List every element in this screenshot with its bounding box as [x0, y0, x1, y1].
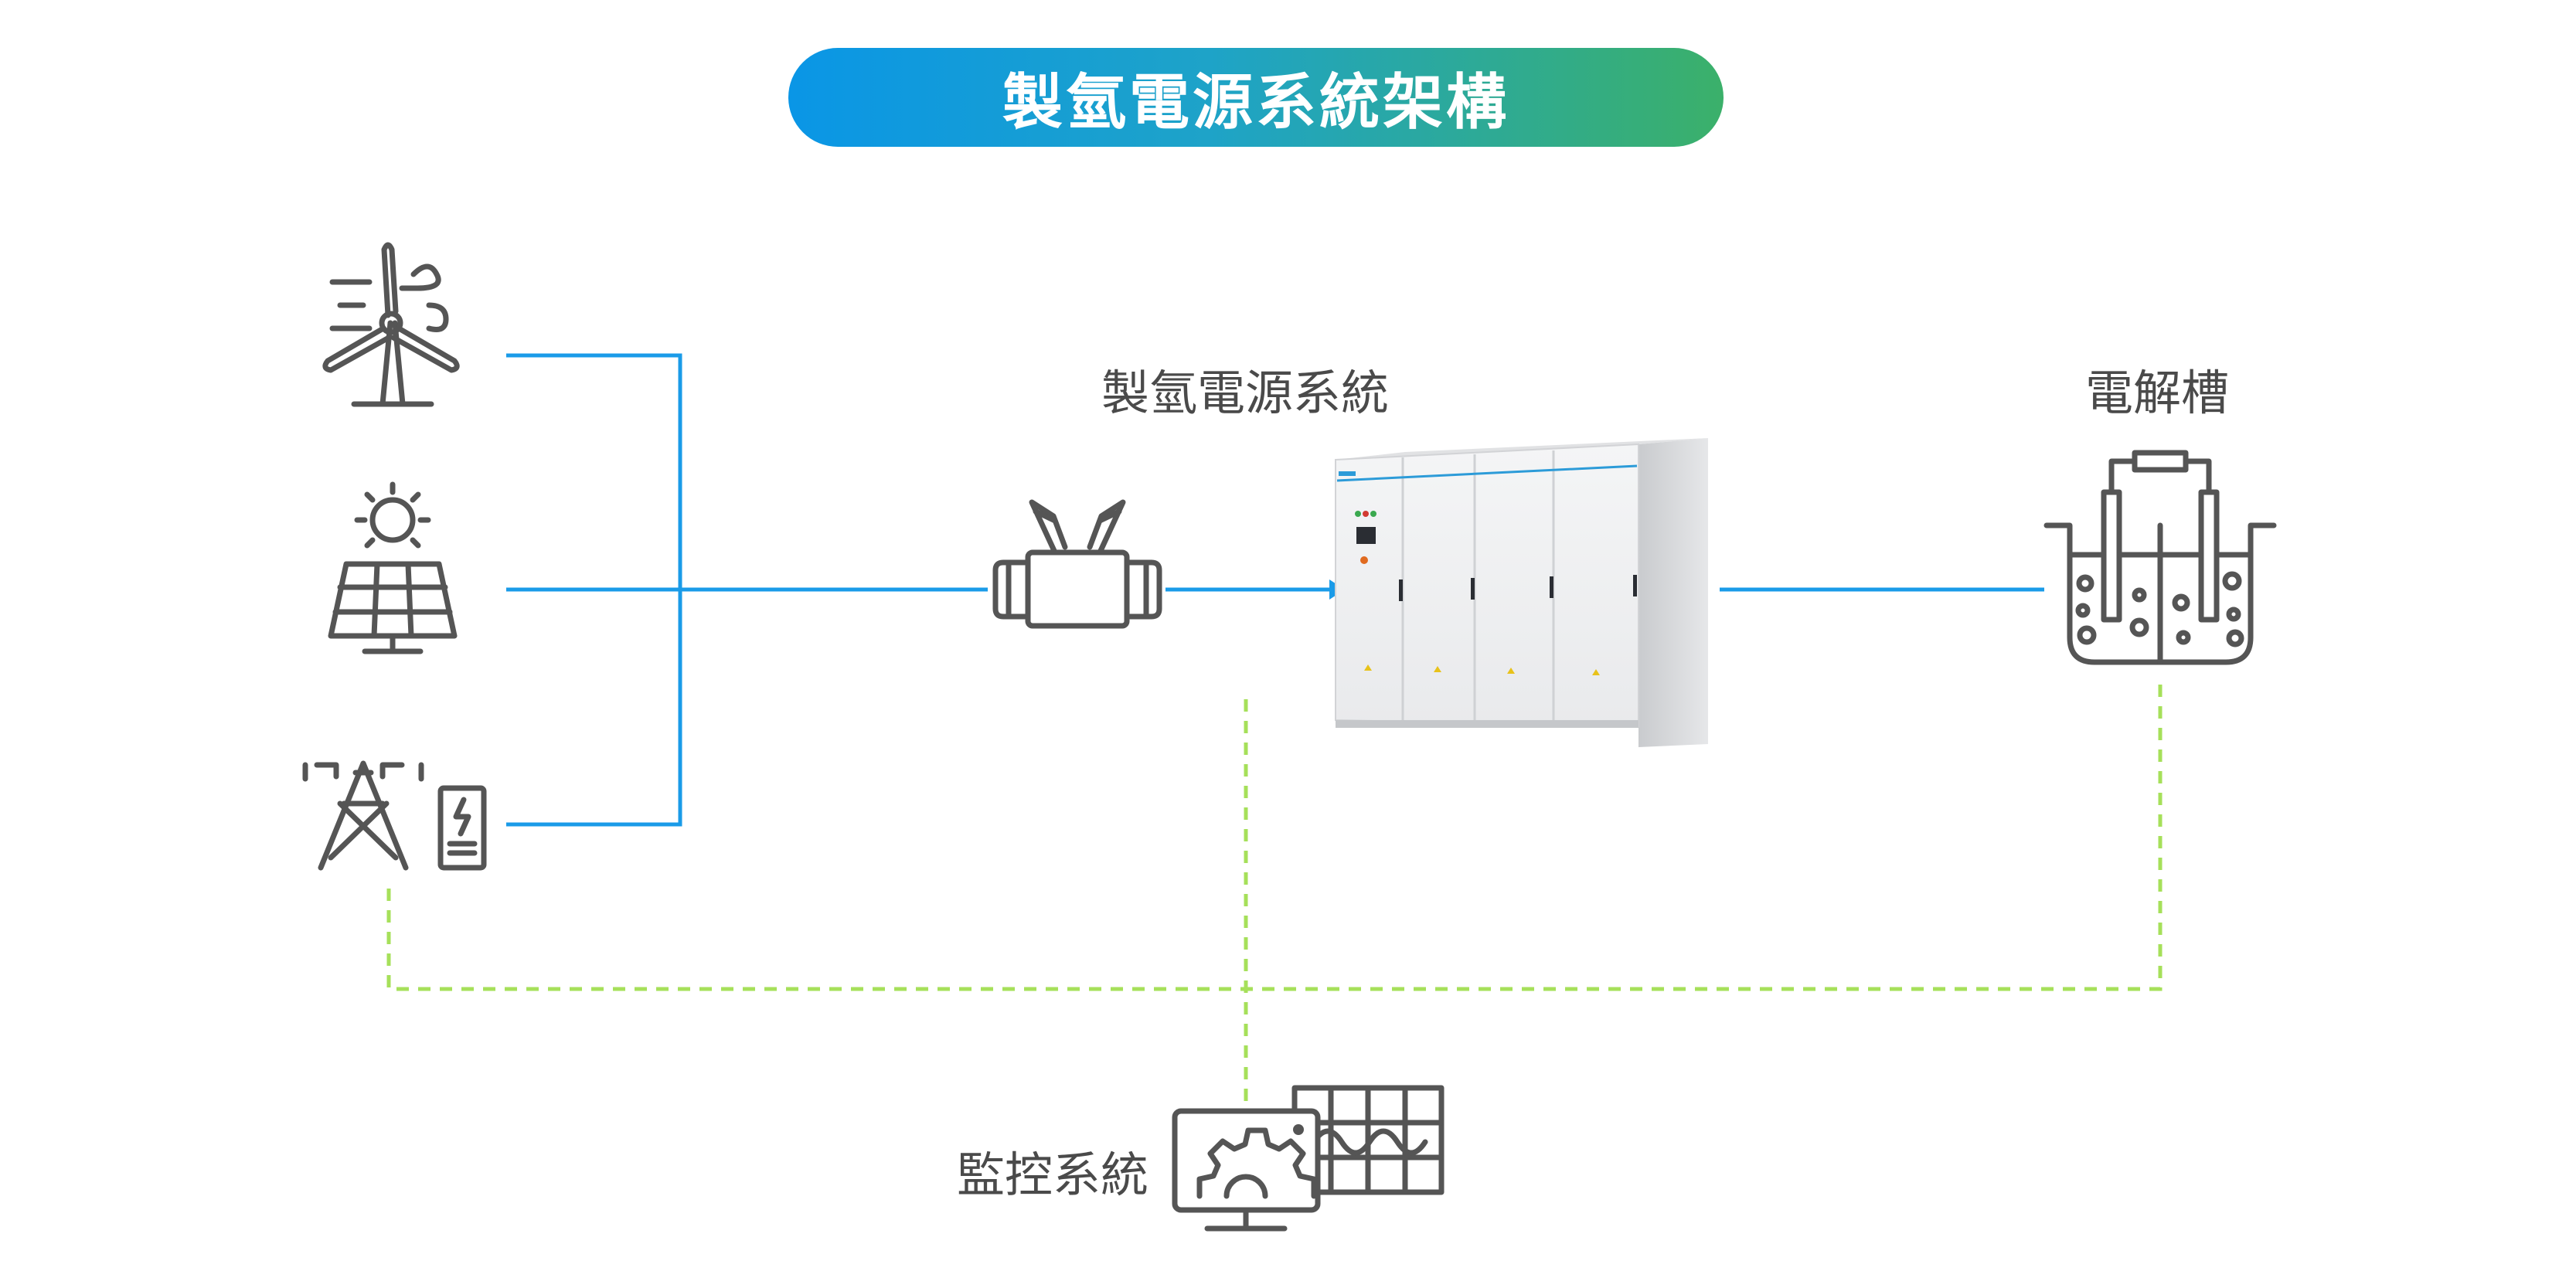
grid-signal-line	[386, 684, 2163, 991]
power-cabinet	[1335, 438, 1708, 747]
diagram-title-banner: 製氫電源系統架構	[788, 48, 1724, 147]
power-system-label: 製氫電源系統	[1101, 365, 1390, 421]
wind-turbine-icon	[322, 242, 460, 407]
electrolyzer-tank-icon	[2043, 450, 2277, 665]
monitoring-computer-icon	[1172, 1085, 1445, 1232]
power-lines	[506, 353, 2044, 827]
signal-lines	[386, 684, 2163, 1105]
solar-panel-icon	[328, 481, 458, 654]
diagram-title: 製氫電源系統架構	[1002, 68, 1509, 138]
electrolyzer-label: 電解槽	[2085, 365, 2230, 421]
transformer-icon	[992, 499, 1162, 629]
power-grid-tower-icon	[302, 760, 487, 871]
monitoring-label: 監控系統	[957, 1147, 1149, 1203]
